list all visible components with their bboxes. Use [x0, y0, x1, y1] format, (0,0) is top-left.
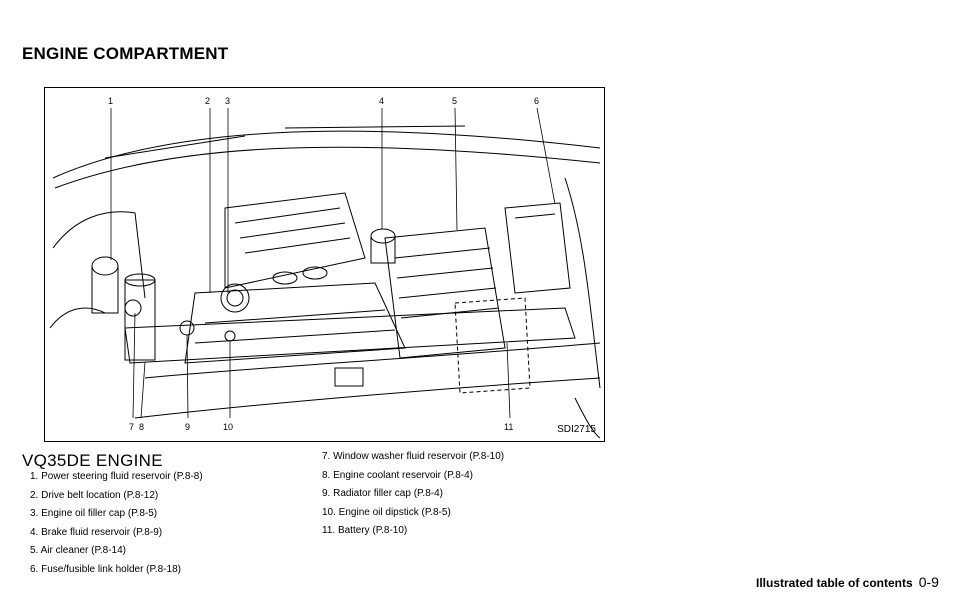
legend-item: 2. Drive belt location (P.8-12) [30, 489, 159, 501]
page-number: 0-9 [918, 574, 939, 590]
callout-1: 1 [108, 96, 113, 106]
legend-item: 3. Engine oil filler cap (P.8-5) [30, 508, 158, 520]
legend-item: 7. Window washer fluid reservoir (P.8-10… [322, 451, 505, 462]
callout-11: 11 [504, 422, 513, 432]
legend-item: 9. Radiator filler cap (P.8-4) [322, 488, 443, 500]
legend-column-1: 1. Power steering fluid reservoir (P.8-8… [30, 468, 203, 580]
callout-7: 7 [129, 422, 134, 432]
page-footer: Illustrated table of contents 0-9 [756, 574, 939, 590]
legend-item: 1. Power steering fluid reservoir (P.8-8… [30, 471, 203, 482]
legend-column-2: 7. Window washer fluid reservoir (P.8-10… [322, 448, 504, 541]
callout-6: 6 [534, 96, 539, 106]
legend-item: 4. Brake fluid reservoir (P.8-9) [30, 526, 163, 538]
legend-item: 11. Battery (P.8-10) [322, 525, 408, 537]
callout-4: 4 [379, 96, 384, 106]
legend-item: 10. Engine oil dipstick (P.8-5) [322, 506, 451, 518]
legend-item: 5. Air cleaner (P.8-14) [30, 545, 126, 557]
callout-8: 8 [139, 422, 144, 432]
engine-compartment-figure: 1 2 3 4 5 6 7 8 9 10 11 SDI2715 [44, 87, 605, 442]
callout-9: 9 [185, 422, 190, 432]
legend-item: 8. Engine coolant reservoir (P.8-4) [322, 469, 474, 481]
callout-2: 2 [205, 96, 210, 106]
callout-5: 5 [452, 96, 457, 106]
section-title: ENGINE COMPARTMENT [22, 44, 229, 63]
figure-code: SDI2715 [557, 424, 596, 435]
engine-illustration: 1 2 3 4 5 6 7 8 9 10 11 [49, 96, 601, 439]
legend-item: 6. Fuse/fusible link holder (P.8-18) [30, 563, 182, 575]
callout-3: 3 [225, 96, 230, 106]
footer-label: Illustrated table of contents [756, 576, 913, 590]
callout-10: 10 [223, 422, 233, 432]
engine-name: VQ35DE ENGINE [22, 451, 163, 470]
